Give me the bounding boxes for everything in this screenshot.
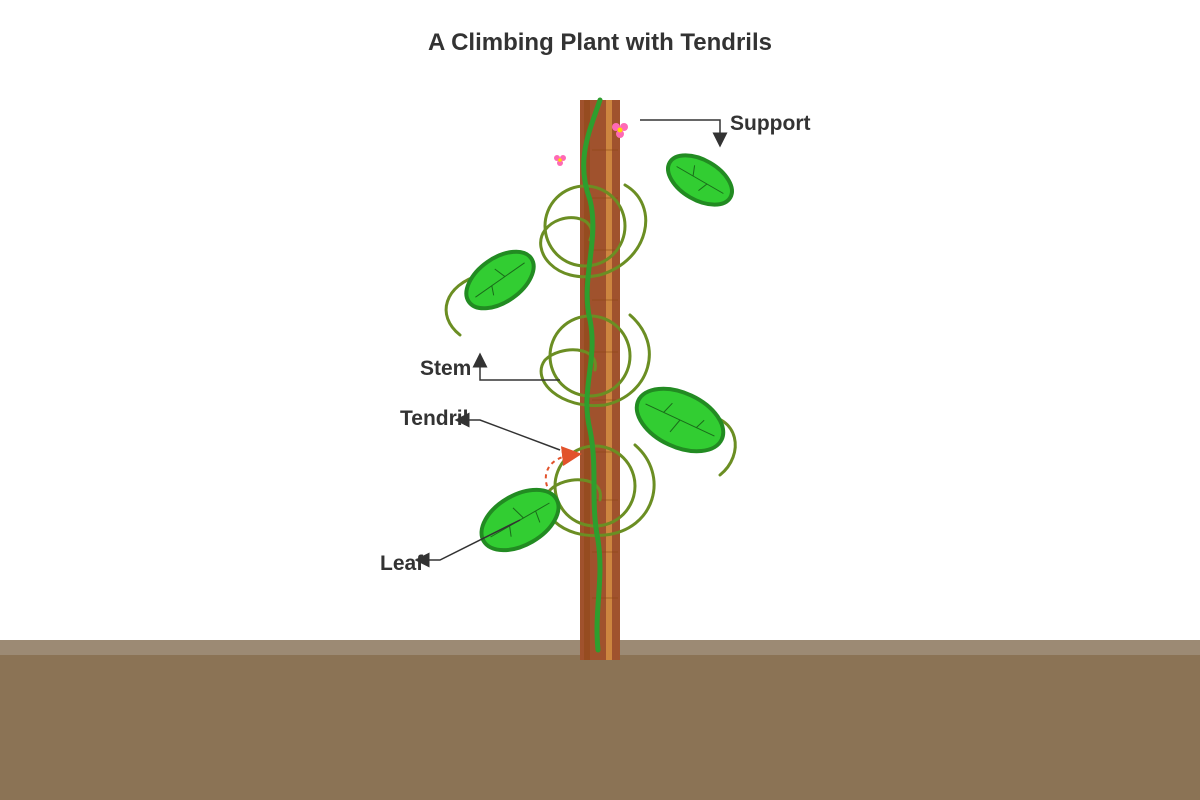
ground xyxy=(0,655,1200,800)
leaf-leader-line xyxy=(414,519,521,568)
leaf-upper-left xyxy=(464,249,536,311)
label-stem: Stem xyxy=(420,357,471,380)
leaf-middle-right xyxy=(634,386,726,454)
flower-right xyxy=(612,123,628,138)
flower-left xyxy=(554,155,566,166)
label-tendril: Tendril xyxy=(400,407,468,430)
stem-leader-line xyxy=(472,352,560,381)
label-support: Support xyxy=(730,112,810,135)
tendril-coil-upper xyxy=(539,183,648,279)
tendril-coil-middle xyxy=(539,313,651,408)
tendril-coil-lower xyxy=(544,443,656,538)
main-stem xyxy=(581,97,603,653)
label-leaf: Leaf xyxy=(380,552,424,575)
tendril-leader-line xyxy=(454,412,561,451)
leaf-top-right xyxy=(666,153,734,207)
support-leader-line xyxy=(640,119,728,148)
diagram-title: A Climbing Plant with Tendrils xyxy=(428,29,772,56)
